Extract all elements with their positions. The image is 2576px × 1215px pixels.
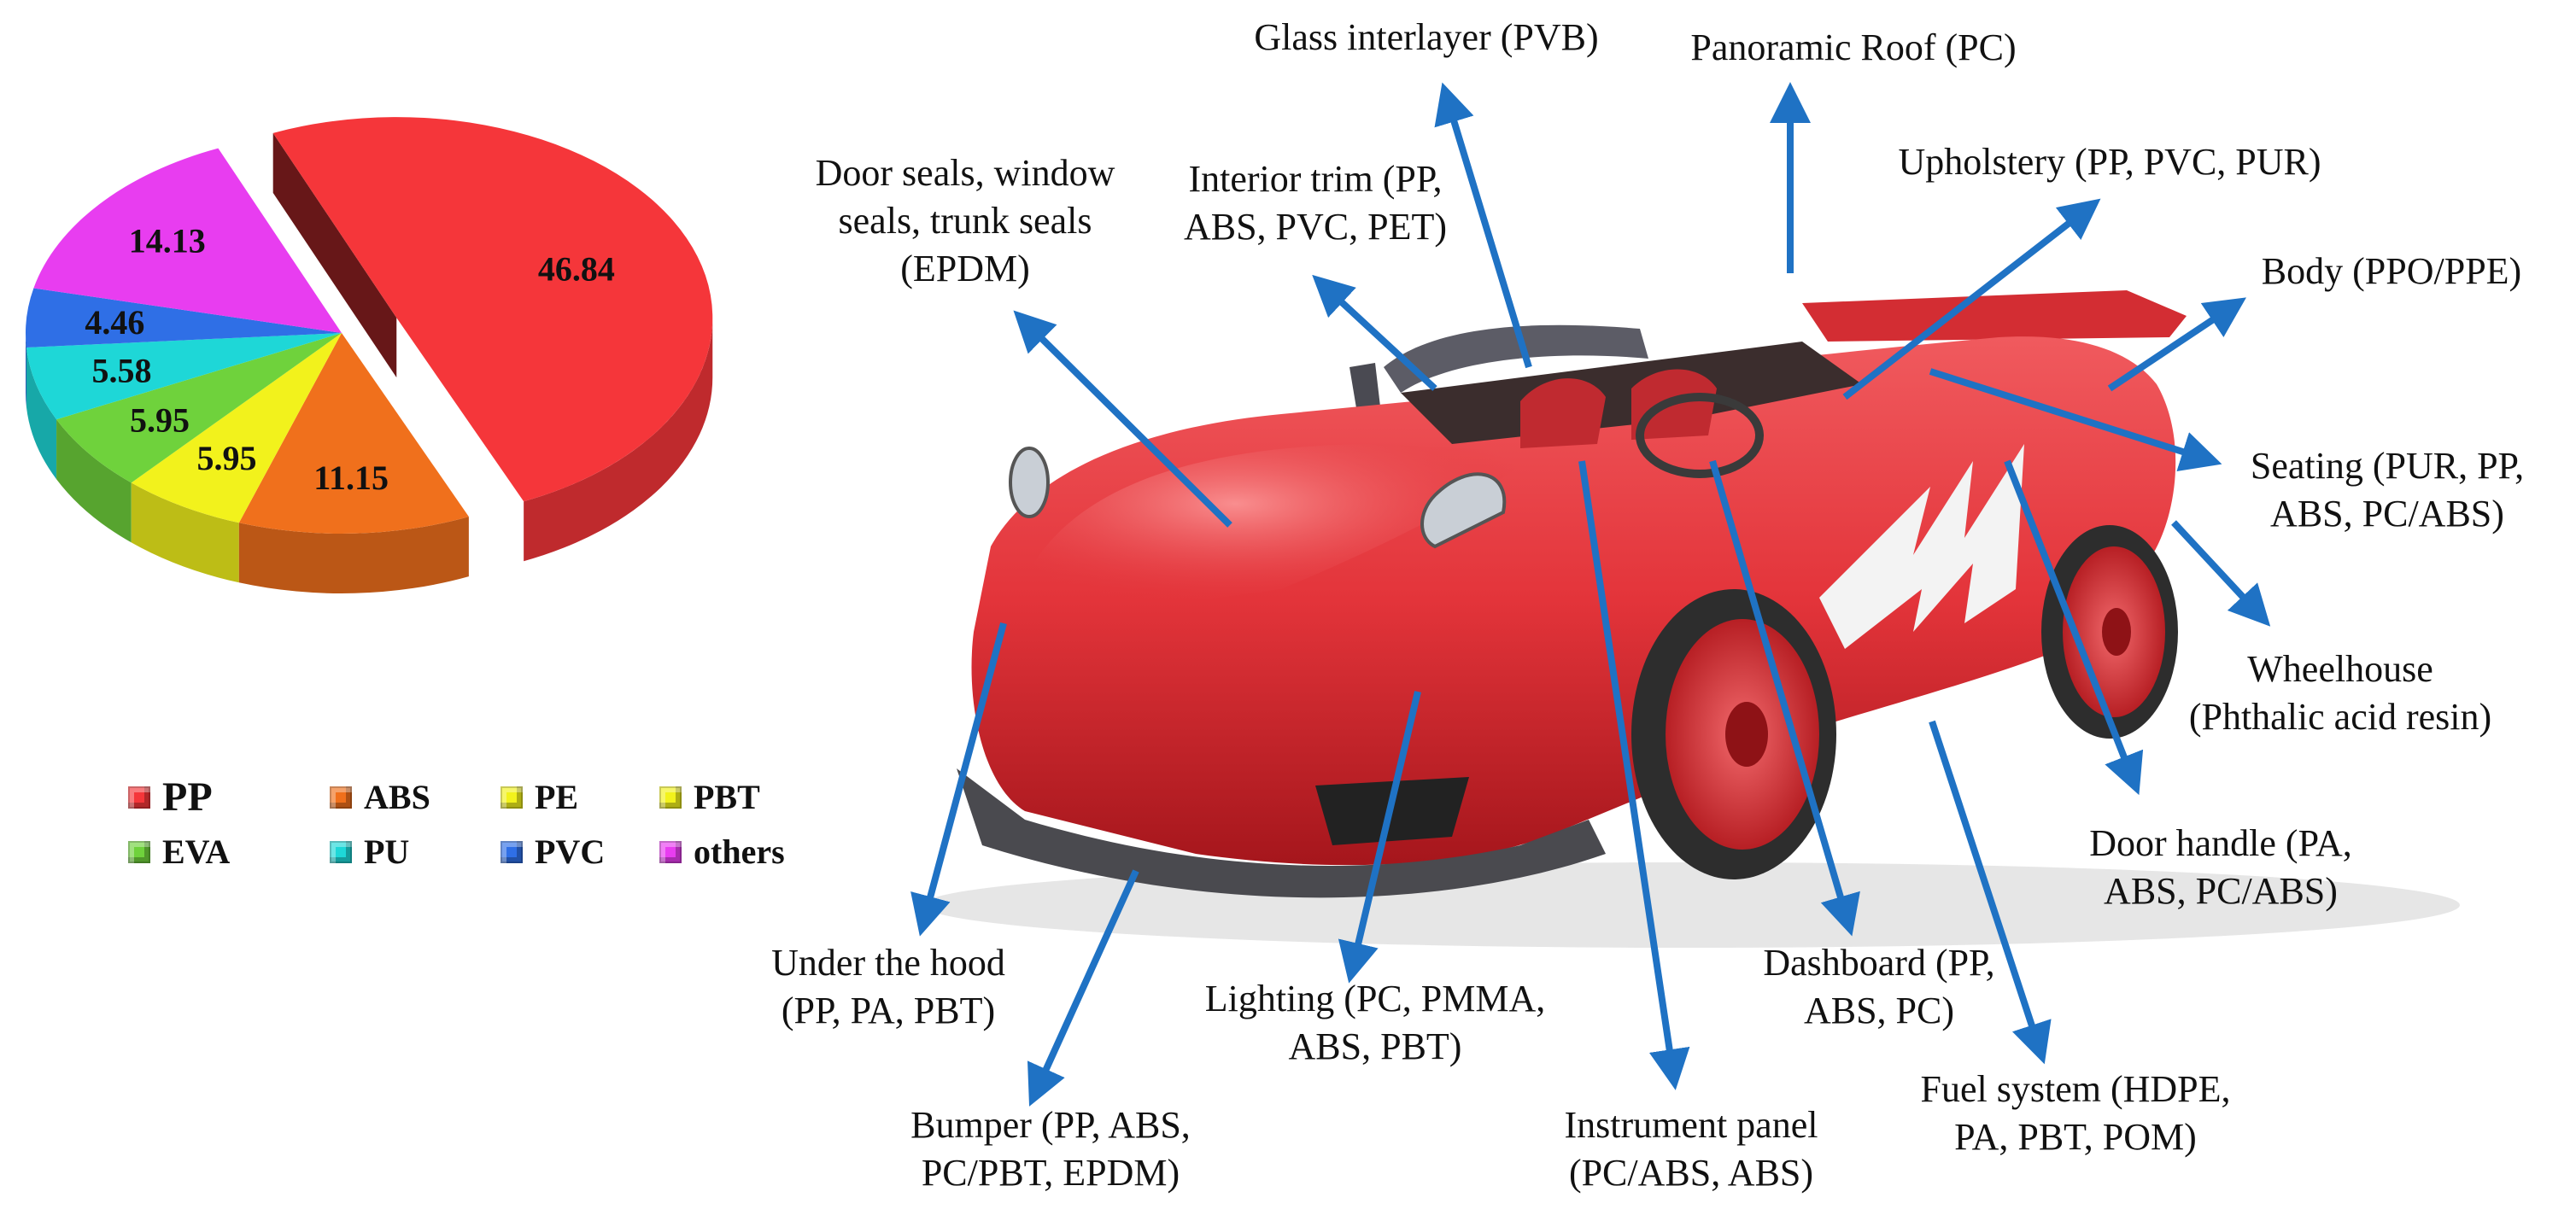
legend-label-pu: PU xyxy=(364,832,410,871)
pie-wall-abs xyxy=(238,517,469,593)
pie-value-label-pe: 5.95 xyxy=(196,439,256,477)
pie-value-label-pvc: 4.46 xyxy=(85,303,144,342)
legend-label-pe: PE xyxy=(535,778,579,816)
pie-value-label-pu: 5.58 xyxy=(91,351,151,389)
legend-swatch-pe xyxy=(501,786,523,809)
label-fuel-system: Fuel system (HDPE, PA, PBT, POM) xyxy=(1920,1068,2231,1158)
front-grille xyxy=(1315,777,1469,845)
rear-wheel-hub xyxy=(2102,608,2131,656)
legend-swatch-eva xyxy=(128,841,150,863)
legend-item-pvc: PVC xyxy=(501,833,659,871)
label-panoramic-roof: Panoramic Roof (PC) xyxy=(1690,26,2017,68)
label-upholstery: Upholstery (PP, PVC, PUR) xyxy=(1898,141,2321,183)
legend-item-others: others xyxy=(659,833,828,871)
legend-label-pvc: PVC xyxy=(535,832,606,871)
pie-slice-pu xyxy=(26,333,342,420)
pie-slice-pvc xyxy=(26,288,342,348)
legend-swatch-pu xyxy=(330,841,352,863)
legend-item-pbt: PBT xyxy=(659,779,828,816)
pie-legend: PP ABS PE PBT EVA PU PVC others xyxy=(128,774,828,871)
pie-chart: 46.84 11.15 5.955.95 5.58 4.46 14.13 xyxy=(26,117,713,593)
label-seating: Seating (PUR, PP, ABS, PC/ABS) xyxy=(2250,445,2525,534)
label-interior-trim: Interior trim (PP, ABS, PVC, PET) xyxy=(1183,158,1448,248)
pie-slice-others xyxy=(33,148,342,333)
label-lighting: Lighting (PC, PMMA, ABS, PBT) xyxy=(1204,978,1546,1067)
label-under-the-hood: Under the hood (PP, PA, PBT) xyxy=(771,942,1005,1031)
pie-face-pp xyxy=(272,132,397,378)
legend-item-eva: EVA xyxy=(128,833,330,871)
legend-swatch-pbt xyxy=(659,786,682,809)
front-wheel-hub xyxy=(1725,702,1768,767)
steering-wheel xyxy=(1636,393,1764,478)
headlight-left xyxy=(1009,447,1050,518)
legend-item-abs: ABS xyxy=(330,779,501,816)
label-body: Body (PPO/PPE) xyxy=(2261,250,2522,292)
legend-label-others: others xyxy=(694,832,785,871)
label-door-handle: Door handle (PA, ABS, PC/ABS) xyxy=(2089,822,2352,912)
pie-wall-pe xyxy=(131,482,239,583)
legend-item-pu: PU xyxy=(330,833,501,871)
legend-label-pp: PP xyxy=(162,774,213,820)
rear-spoiler xyxy=(1802,290,2187,342)
label-glass-interlayer: Glass interlayer (PVB) xyxy=(1254,16,1599,58)
legend-swatch-abs xyxy=(330,786,352,809)
label-dashboard: Dashboard (PP, ABS, PC) xyxy=(1763,942,1995,1031)
pie-wall-pu xyxy=(26,348,57,480)
pie-value-label-abs: 11.15 xyxy=(313,459,389,497)
seat-left xyxy=(1520,378,1606,448)
headlight-right xyxy=(1420,472,1507,549)
pie-value-label-others: 14.13 xyxy=(129,221,206,260)
legend-swatch-pp xyxy=(128,786,150,809)
legend-label-abs: ABS xyxy=(364,778,430,816)
pie-value-label-eva: 5.95 xyxy=(130,401,190,440)
legend-swatch-pvc xyxy=(501,841,523,863)
pie-slice-eva xyxy=(56,333,342,483)
pie-wall-eva xyxy=(56,419,132,543)
legend-item-pp: PP xyxy=(128,774,330,820)
label-door-seals: Door seals, window seals, trunk seals (E… xyxy=(815,152,1115,289)
pie-slice-pp xyxy=(272,117,713,502)
label-wheelhouse: Wheelhouse (Phthalic acid resin) xyxy=(2188,648,2492,738)
pie-wall-pp xyxy=(524,318,713,562)
pie-value-label-pp: 46.84 xyxy=(538,249,615,288)
legend-label-pbt: PBT xyxy=(694,778,760,816)
label-bumper: Bumper (PP, ABS, PC/PBT, EPDM) xyxy=(910,1104,1191,1194)
front-splitter xyxy=(957,768,1606,898)
side-graphic xyxy=(1819,444,2024,649)
pie-slice-abs xyxy=(238,333,469,534)
label-instrument-panel: Instrument panel (PC/ABS, ABS) xyxy=(1564,1104,1818,1194)
legend-label-eva: EVA xyxy=(162,832,231,871)
legend-swatch-others xyxy=(659,841,682,863)
pie-slice-pe xyxy=(131,333,342,523)
legend-item-pe: PE xyxy=(501,779,659,816)
